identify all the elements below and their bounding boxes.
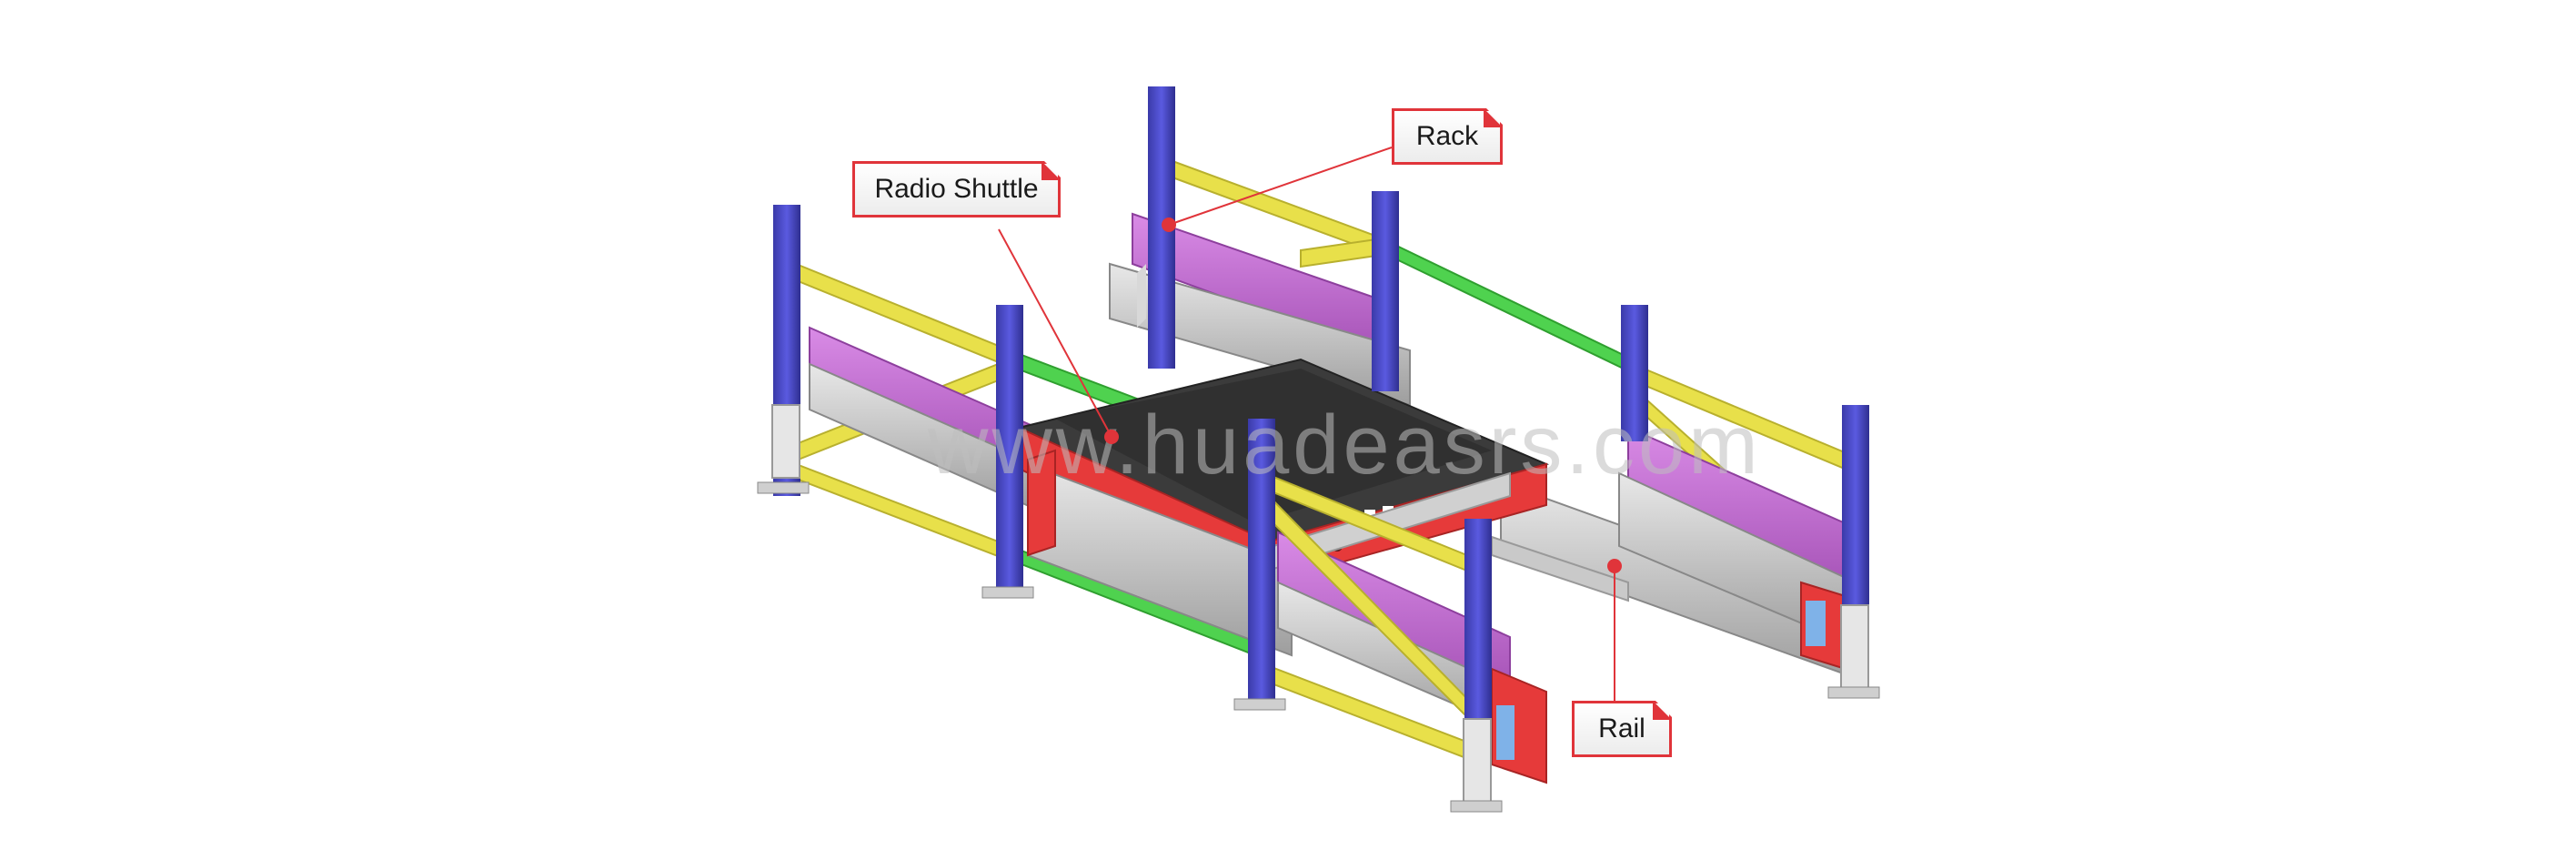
rack-label-text: Rack (1415, 121, 1479, 151)
rack-label: Rack (1392, 108, 1503, 165)
rail-label-text: Rail (1598, 713, 1645, 744)
upright-back-mid (1372, 191, 1399, 391)
leader-dots (1104, 218, 1622, 573)
rail-marker-dot (1607, 559, 1622, 573)
rail-label: Rail (1572, 701, 1672, 757)
upright-left-mid (996, 305, 1023, 596)
radio-shuttle-label: Radio Shuttle (852, 161, 1061, 218)
back-beams (790, 153, 1852, 562)
shuttle-marker-dot (1104, 430, 1119, 444)
watermark-text: www.huadeasrs.com (927, 399, 1762, 491)
front-rail (1027, 449, 1511, 657)
back-rail (1109, 212, 1411, 407)
right-rail (1491, 426, 1861, 680)
rack-marker-dot (1162, 218, 1176, 232)
radio-shuttle-label-text: Radio Shuttle (874, 174, 1039, 204)
upright-right-back (1621, 305, 1648, 441)
left-rail (809, 326, 1038, 511)
uprights (757, 86, 1880, 813)
leader-lines (998, 147, 1615, 701)
upright-center-front (1248, 419, 1275, 710)
